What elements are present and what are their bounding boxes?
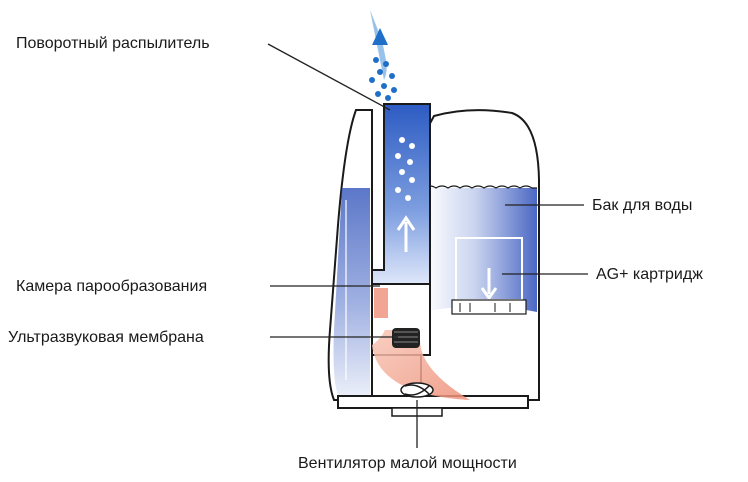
label-ultrasonic-membrane: Ультразвуковая мембрана <box>8 329 204 346</box>
rising-vapor <box>395 137 416 252</box>
label-vapor-chamber: Камера парообразования <box>16 278 207 295</box>
water-tank <box>420 109 540 401</box>
left-housing <box>327 109 373 401</box>
fan <box>400 382 434 398</box>
label-water-tank: Бак для воды <box>592 197 692 214</box>
label-ag-cartridge: AG+ картридж <box>596 266 703 283</box>
ag-cartridge <box>451 237 527 315</box>
leader-lines <box>267 43 588 448</box>
label-low-power-fan: Вентилятор малой мощности <box>298 455 517 472</box>
label-rotary-sprayer: Поворотный распылитель <box>16 35 210 52</box>
mist-output <box>369 10 397 101</box>
base <box>337 395 529 417</box>
ultrasonic-membrane <box>392 328 420 348</box>
